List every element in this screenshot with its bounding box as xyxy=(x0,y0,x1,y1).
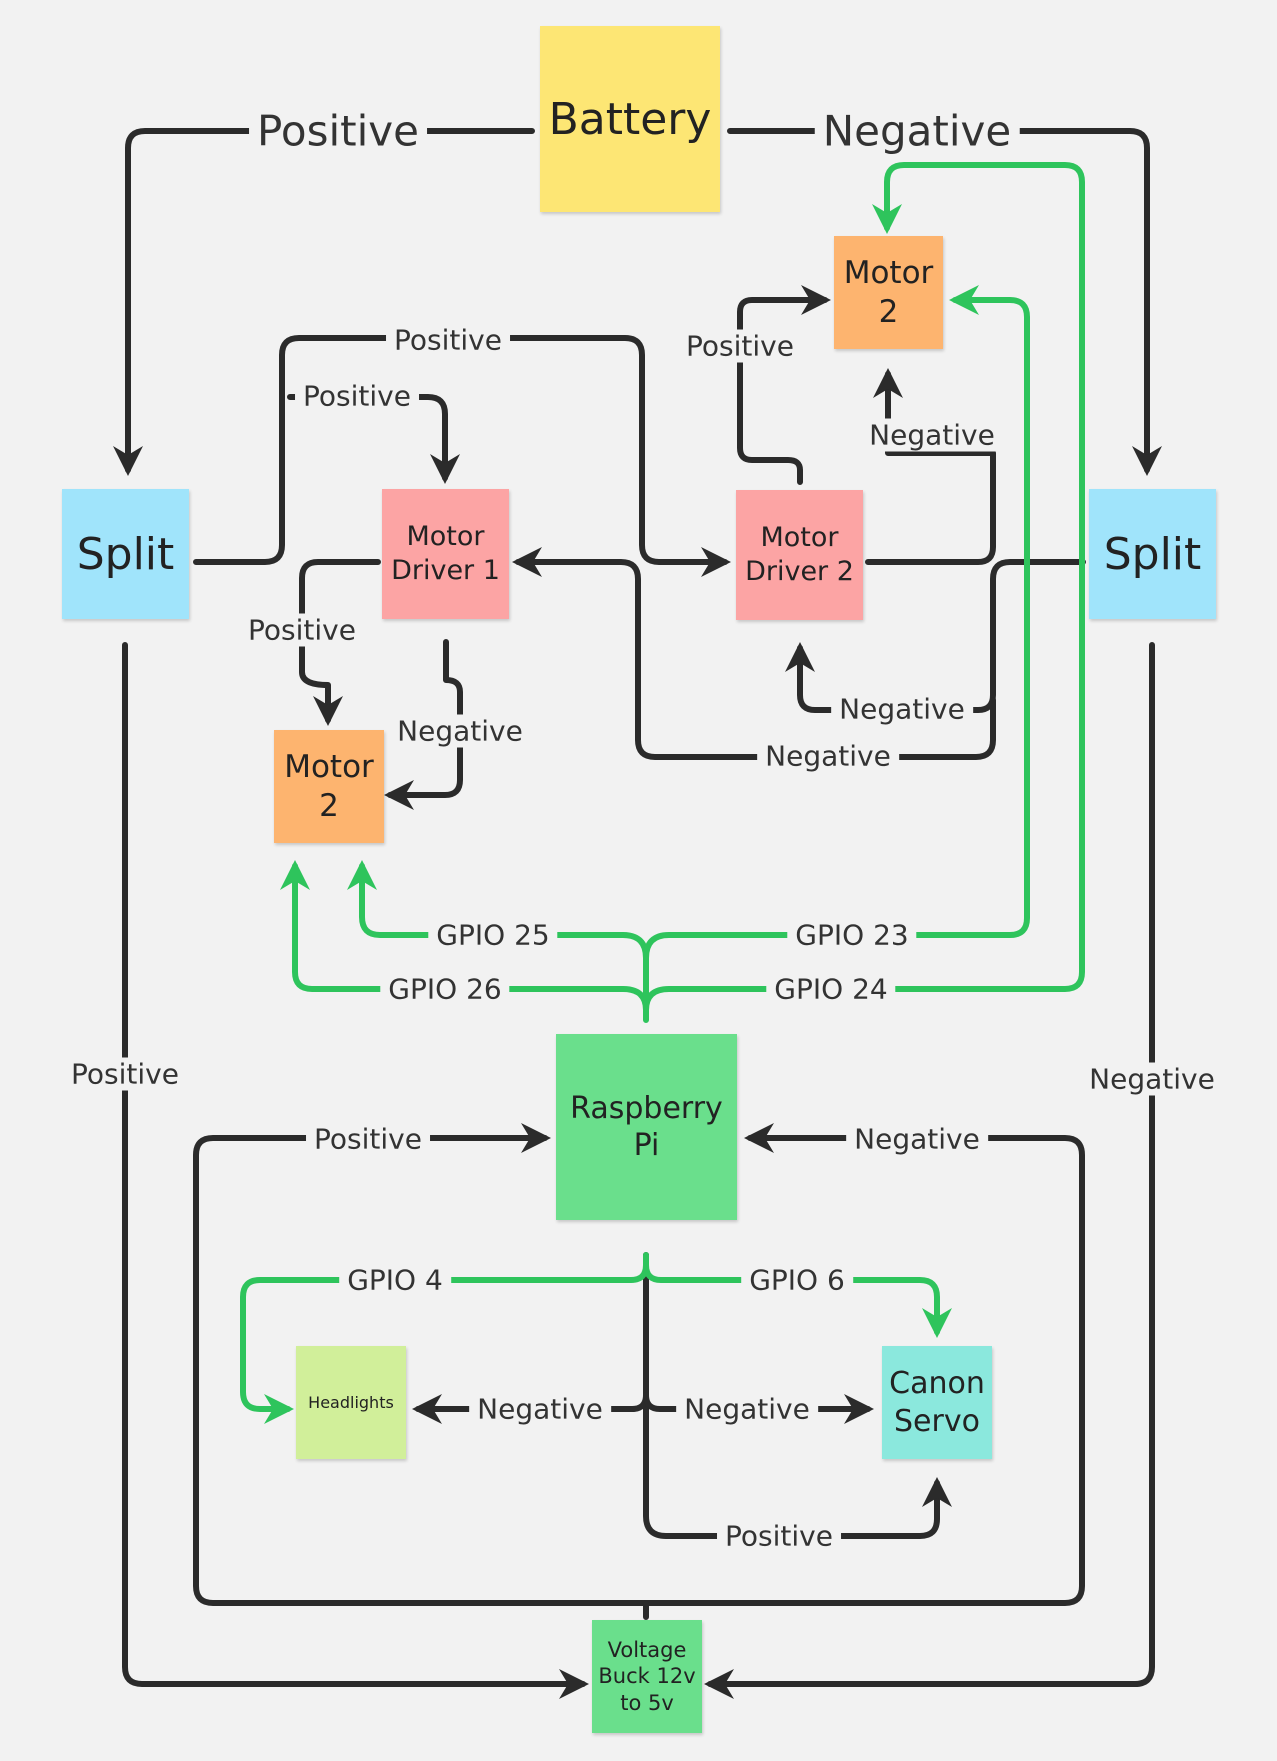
headlights-note: Headlights xyxy=(296,1346,406,1459)
battery-note: Battery xyxy=(540,26,720,212)
voltage-buck-note: Voltage Buck 12v to 5v xyxy=(592,1620,702,1733)
motor-top-note: Motor 2 xyxy=(834,236,943,349)
label-gpio26: GPIO 26 xyxy=(380,972,510,1006)
label-gpio24: GPIO 24 xyxy=(766,972,896,1006)
label-pi-positive: Positive xyxy=(306,1122,430,1156)
motor-driver-1-note: Motor Driver 1 xyxy=(382,489,509,619)
split-right-note: Split xyxy=(1089,489,1216,619)
wire-servo-negative xyxy=(643,1392,874,1424)
label-pi-negative: Negative xyxy=(846,1122,988,1156)
wire-pi-positive xyxy=(193,1123,649,1620)
wire-pi-negative xyxy=(643,1123,1085,1606)
split-left-note: Split xyxy=(62,489,189,619)
label-split-driver1-negative: Negative xyxy=(757,739,899,773)
label-battery-positive: Positive xyxy=(249,106,427,156)
label-split-driver1-positive: Positive xyxy=(295,379,419,413)
wire-right-split-negative xyxy=(704,642,1155,1699)
wire-gpio26 xyxy=(280,860,649,1013)
label-left-split-positive: Positive xyxy=(63,1057,187,1091)
label-servo-positive: Positive xyxy=(717,1519,841,1553)
motor-driver-2-note: Motor Driver 2 xyxy=(736,490,863,620)
wire-battery-negative xyxy=(727,128,1162,476)
label-right-split-negative: Negative xyxy=(1081,1062,1223,1096)
wire-left-split-positive xyxy=(122,642,589,1699)
wire-gpio24 xyxy=(643,162,1085,1013)
label-servo-negative: Negative xyxy=(676,1392,818,1426)
motor-left-note: Motor 2 xyxy=(274,730,384,843)
wire-battery-positive xyxy=(113,128,535,476)
wire-split-driver1-positive xyxy=(287,394,460,484)
label-driver1-motor-positive: Positive xyxy=(240,613,364,647)
label-driver2-motor-negative: Negative xyxy=(861,418,1003,452)
canon-servo-note: Canon Servo xyxy=(882,1346,992,1459)
label-split-driver2-positive: Positive xyxy=(386,323,510,357)
label-split-driver2-negative: Negative xyxy=(831,692,973,726)
wire-split-driver1-negative xyxy=(512,547,996,760)
wire-gpio6 xyxy=(643,1262,952,1338)
wire-split-driver2-negative xyxy=(785,559,1086,713)
wire-driver2-motor-negative xyxy=(865,368,996,565)
label-gpio23: GPIO 23 xyxy=(787,918,917,952)
label-gpio4: GPIO 4 xyxy=(339,1263,451,1297)
label-gpio6: GPIO 6 xyxy=(741,1263,853,1297)
raspberry-pi-note: Raspberry Pi xyxy=(556,1034,737,1220)
wire-gpio4 xyxy=(240,1252,649,1424)
label-headlights-negative: Negative xyxy=(469,1392,611,1426)
label-battery-negative: Negative xyxy=(814,106,1020,156)
label-driver1-motor-negative: Negative xyxy=(389,714,531,748)
label-gpio25: GPIO 25 xyxy=(428,918,558,952)
label-driver2-motor-positive: Positive xyxy=(678,329,802,363)
wire-driver2-motor-positive xyxy=(737,285,831,485)
wire-gpio23 xyxy=(643,285,1030,961)
